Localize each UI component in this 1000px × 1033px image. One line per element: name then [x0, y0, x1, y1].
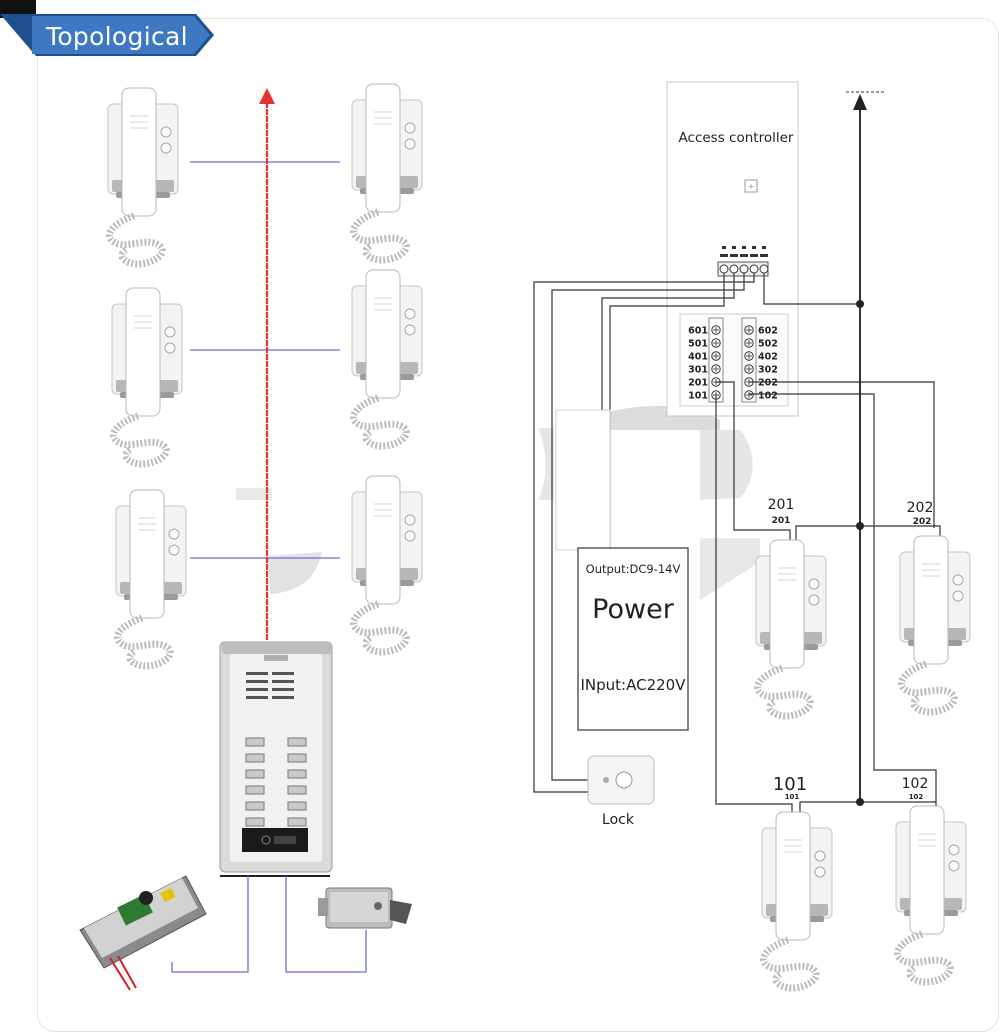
electric-lock [318, 887, 412, 929]
power-supply-unit [79, 875, 207, 991]
banner-title: Topological [46, 22, 188, 51]
lock-label: Lock [602, 812, 635, 828]
terminal-label-302: 302 [758, 365, 778, 376]
bus-arrow [853, 94, 867, 110]
controller-button-icon [744, 179, 758, 193]
terminal-label-501: 501 [688, 339, 708, 350]
left-handset-6 [352, 476, 422, 652]
terminal-labels-left: 601 501 401 301 201 101 [688, 325, 721, 402]
riser-arrow [259, 88, 275, 104]
left-handset-3 [112, 288, 182, 464]
terminal-label-202: 202 [758, 378, 778, 389]
terminal-label-602: 602 [758, 326, 778, 337]
left-handset-1 [108, 88, 178, 264]
terminal-label-102: 102 [758, 391, 778, 402]
terminal-label-601: 601 [688, 326, 708, 337]
indoor-unit-202 [900, 536, 970, 712]
unit-101-sublabel: 101 [785, 793, 800, 801]
diagram-frame [37, 18, 999, 1032]
lock-device [587, 755, 655, 805]
unit-102-sublabel: 102 [909, 793, 924, 801]
left-handset-4 [352, 270, 422, 446]
power-box [577, 547, 689, 731]
indoor-unit-201 [756, 540, 826, 716]
left-handset-2 [352, 84, 422, 260]
terminal-label-502: 502 [758, 339, 778, 350]
terminal-labels-right: 602 502 402 302 202 102 [744, 325, 778, 402]
power-input-label: INput:AC220V [581, 676, 687, 694]
unit-202-label: 202 [907, 500, 934, 516]
unit-201-label: 201 [768, 497, 795, 513]
corner-mark [0, 0, 36, 18]
indoor-unit-102 [896, 806, 966, 982]
terminal-label-402: 402 [758, 352, 778, 363]
indoor-unit-101 [762, 812, 832, 988]
unit-102-label: 102 [902, 776, 929, 792]
unit-202-sublabel: 202 [913, 517, 932, 527]
terminal-strip [717, 246, 769, 277]
power-output-label: Output:DC9-14V [586, 562, 681, 576]
topological-banner [0, 14, 214, 56]
unit-201-sublabel: 201 [772, 516, 791, 526]
svg-text:+: + [748, 182, 754, 193]
terminal-label-301: 301 [688, 365, 708, 376]
power-title: Power [592, 594, 675, 625]
terminal-label-401: 401 [688, 352, 708, 363]
unit-101-label: 101 [773, 774, 807, 795]
access-controller-title: Access controller [679, 130, 794, 146]
left-handset-5 [116, 490, 186, 666]
outdoor-station-panel [219, 641, 333, 873]
terminal-label-101: 101 [688, 391, 708, 402]
terminal-label-201: 201 [688, 378, 708, 389]
